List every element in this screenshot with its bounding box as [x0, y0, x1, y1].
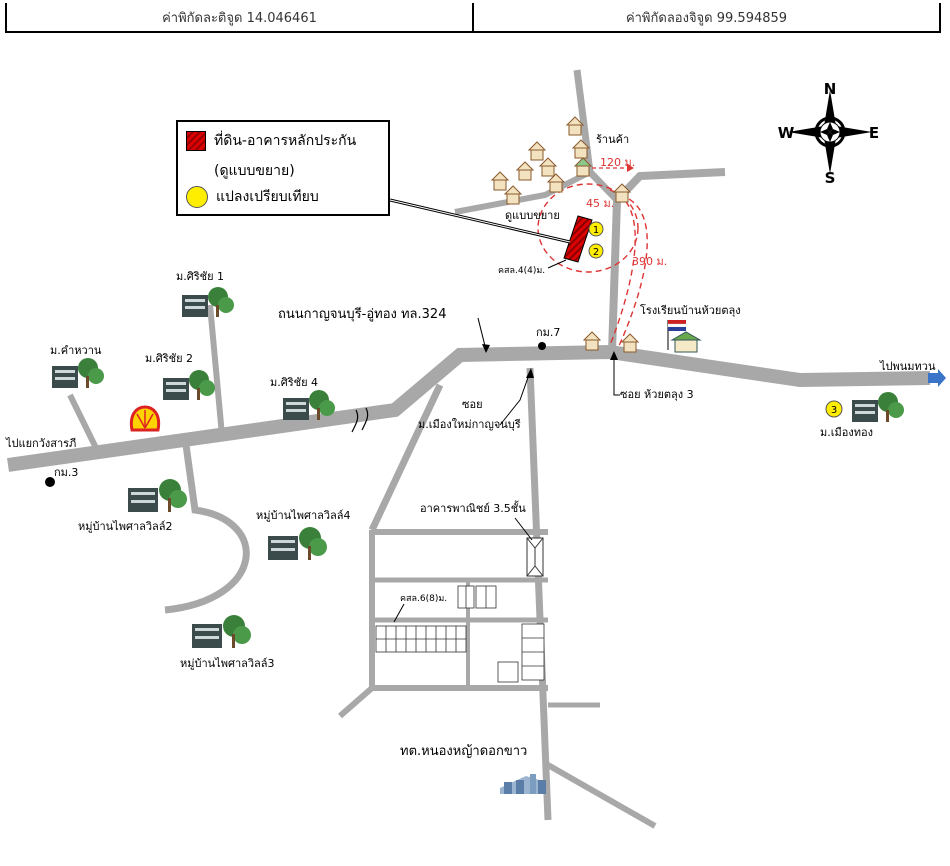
- siri-chai-1-road: [207, 304, 225, 436]
- focus-ellipse: [537, 183, 639, 273]
- soi-huai-talung-pointer-head: [610, 351, 618, 360]
- soi-muang-mai-pointer: [499, 371, 531, 426]
- km7-dot: [538, 342, 546, 350]
- coordinate-bar: ค่าพิกัดละติจูด 14.046461 ค่าพิกัดลองจิจ…: [5, 3, 941, 33]
- km7-label: กม.7: [536, 326, 560, 339]
- latitude-cell: ค่าพิกัดละติจูด 14.046461: [162, 10, 317, 26]
- mueang-thong-icon: [852, 392, 904, 422]
- soi-muang-mai-pointer-head: [526, 368, 534, 378]
- to-wang-sarap-label: ไปแยกวังสารภี: [5, 437, 76, 450]
- legend-comparable-row: แปลงเปรียบเทียบ: [186, 186, 319, 208]
- dist-390-label: 390 ม.: [632, 255, 667, 268]
- soi-huai-talung-road: [608, 168, 726, 353]
- road-6-pointer: [393, 603, 405, 623]
- road-break-mark: [351, 407, 369, 433]
- soi-huai-talung-label: ซอย ห้วยตลุง 3: [620, 388, 694, 401]
- dist-120-label: 120 ม.: [600, 156, 635, 169]
- siri-chai-1-icon: [182, 287, 234, 317]
- compass-e: E: [869, 124, 879, 142]
- phaisan-2-icon: [128, 479, 187, 512]
- highway-label: ถนนกาญจนบุรี-อู่ทอง ทล.324: [278, 306, 446, 322]
- comparable-marker-3: 3: [825, 400, 843, 418]
- compass-n: N: [824, 80, 837, 98]
- commercial-label: อาคารพาณิชย์ 3.5ชั้น: [420, 500, 526, 515]
- village-road-west: [454, 169, 592, 215]
- kham-wan-label: ม.คำหวาน: [50, 344, 102, 357]
- school-icon: [667, 320, 702, 353]
- commercial-pointer: [514, 517, 533, 541]
- svg-text:2: 2: [593, 247, 599, 258]
- school-label: โรงเรียนบ้านห้วยตลุง: [640, 303, 741, 317]
- legend-box: ที่ดิน-อาคารหลักประกัน (ดูแบบขยาย) แปลงเ…: [176, 120, 390, 216]
- shophouse-blocks: [375, 585, 545, 683]
- village-icons: [52, 287, 904, 648]
- dist-120-arrowhead: [627, 164, 634, 172]
- phaisan-4-icon: [268, 527, 327, 560]
- commercial-building: [526, 537, 544, 577]
- compass-rose: [788, 90, 872, 174]
- legend-collateral-row: ที่ดิน-อาคารหลักประกัน: [186, 130, 356, 152]
- market-label: ทต.หนองหญ้าดอกขาว: [400, 744, 527, 759]
- legend-collateral-note-row: (ดูแบบขยาย): [214, 160, 295, 182]
- kham-wan-road: [67, 393, 101, 454]
- phaisan-4-label: หมู่บ้านไพศาลวิลล์4: [256, 509, 351, 522]
- siri-chai-2-label: ม.ศิริชัย 2: [145, 352, 193, 365]
- longitude-cell: ค่าพิกัดลองจิจูด 99.594859: [472, 3, 939, 31]
- siri-chai-1-label: ม.ศิริชัย 1: [176, 270, 224, 283]
- compass-s: S: [825, 169, 836, 187]
- legend-collateral-label: ที่ดิน-อาคารหลักประกัน: [214, 133, 357, 149]
- legend-pointer-inner: [389, 199, 571, 243]
- shop-label: ร้านค้า: [596, 133, 629, 146]
- legend-comparable-label: แปลงเปรียบเทียบ: [216, 189, 319, 205]
- phaisan-3-icon: [192, 615, 251, 648]
- road-6-label: คสล.6(8)ม.: [400, 594, 447, 604]
- highway-324: [7, 344, 931, 472]
- soi-west-branch: [368, 383, 444, 532]
- soi-huai-talung-pointer: [613, 355, 620, 396]
- market-building-icon: [500, 774, 546, 794]
- comparable-marker-2: 2: [588, 243, 604, 259]
- siri-chai-4-label: ม.ศิริชัย 4: [270, 376, 318, 389]
- svg-text:1: 1: [593, 225, 599, 236]
- road-4-pointer: [547, 259, 567, 269]
- siri-chai-2-icon: [163, 370, 215, 400]
- to-phanom-thuan-arrow: [928, 369, 946, 387]
- dist-45-label: 45 ม.: [586, 197, 614, 210]
- grid-sw-spur: [338, 685, 374, 719]
- highway-pointer-head: [482, 344, 490, 353]
- legend-collateral-note: (ดูแบบขยาย): [214, 163, 295, 179]
- comparable-marker-1: 1: [588, 221, 604, 237]
- comparable-circle-icon: [186, 186, 208, 208]
- collateral-swatch-icon: [186, 131, 206, 151]
- phaisan-road: [164, 444, 250, 614]
- shell-logo: [129, 405, 161, 432]
- enlarged-label: ดูแบบขยาย: [505, 209, 560, 222]
- phaisan-3-label: หมู่บ้านไพศาลวิลล์3: [180, 657, 275, 670]
- km3-dot: [45, 477, 55, 487]
- market-spur: [546, 762, 657, 829]
- collateral-parcel: [563, 215, 593, 263]
- roads: [7, 69, 931, 829]
- siri-chai-4-icon: [283, 390, 335, 420]
- distance-loop: [617, 194, 648, 349]
- mueang-thong-label: ม.เมืองทอง: [820, 426, 873, 439]
- to-phanom-thuan-label: ไปพนมทวน: [879, 360, 936, 373]
- soi-muang-mai-road: [526, 367, 552, 821]
- kham-wan-icon: [52, 358, 104, 388]
- km3-label: กม.3: [54, 466, 78, 479]
- svg-text:3: 3: [831, 405, 837, 416]
- soi-label: ซอย: [462, 398, 483, 411]
- soi-muang-mai-label: ม.เมืองใหม่กาญจนบุรี: [418, 418, 521, 431]
- phaisan-2-label: หมู่บ้านไพศาลวิลล์2: [78, 520, 173, 533]
- village-houses: [490, 116, 640, 353]
- compass-w: W: [778, 124, 795, 142]
- road-4-label: คสล.4(4)ม.: [498, 266, 545, 276]
